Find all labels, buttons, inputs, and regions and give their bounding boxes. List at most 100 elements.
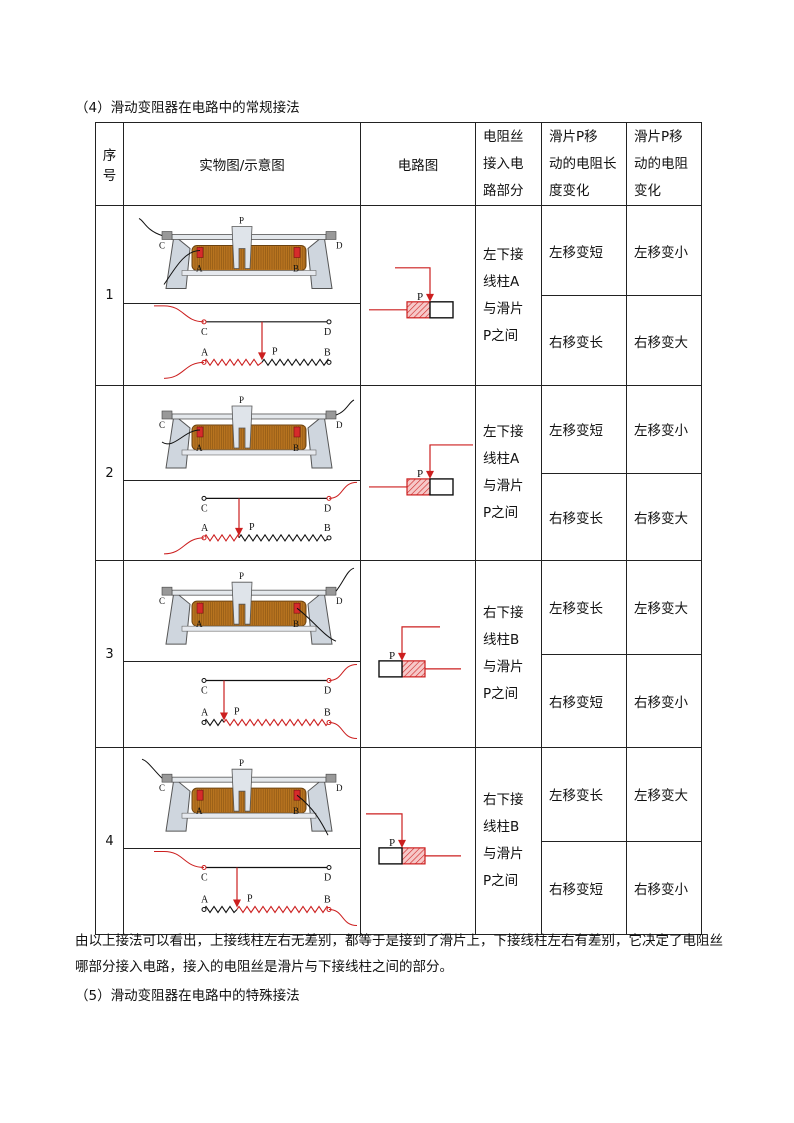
right-stand bbox=[307, 413, 333, 468]
terminal-c bbox=[161, 230, 173, 240]
circuit-symbol: P bbox=[378, 626, 461, 678]
lead-wire-top bbox=[154, 851, 205, 869]
circuit-symbol: P bbox=[369, 267, 454, 319]
terminal-b bbox=[293, 426, 301, 437]
terminal-d bbox=[325, 230, 337, 240]
label-a: A bbox=[196, 263, 203, 273]
schematic-label-b: B bbox=[324, 347, 331, 358]
label-c: C bbox=[159, 596, 165, 606]
label-b: B bbox=[293, 442, 299, 452]
lead-wire-top bbox=[328, 481, 358, 499]
terminal-a bbox=[196, 426, 204, 437]
circuit-label-p: P bbox=[417, 291, 423, 303]
right-stand bbox=[307, 234, 333, 289]
row-seq: 2 bbox=[95, 385, 124, 561]
label-d: D bbox=[336, 240, 343, 250]
slider-wire bbox=[429, 444, 473, 473]
inactive-resistance bbox=[378, 660, 403, 678]
slider-p bbox=[231, 768, 253, 812]
inactive-resistance bbox=[378, 847, 403, 865]
terminal-b-dot bbox=[326, 359, 332, 365]
terminal-d-dot bbox=[326, 865, 332, 871]
resistance-wire-right bbox=[223, 718, 330, 727]
slider-wire bbox=[401, 626, 440, 655]
terminal-c-dot bbox=[201, 495, 207, 501]
slider-wire bbox=[395, 267, 431, 296]
row-seq: 3 bbox=[95, 560, 124, 748]
right-resistance-change: 右移变大 bbox=[626, 472, 702, 561]
active-resistance-hatch bbox=[402, 660, 425, 677]
schematic-label-a: A bbox=[201, 895, 209, 906]
label-a: A bbox=[196, 806, 203, 816]
terminal-b bbox=[293, 789, 301, 800]
terminal-a bbox=[196, 789, 204, 800]
lead-wire-top bbox=[154, 304, 205, 322]
right-length-change: 右移变短 bbox=[541, 653, 627, 748]
header-circuit: 电路图 bbox=[360, 122, 476, 206]
active-resistance-hatch bbox=[402, 847, 425, 864]
resistance-wire-left bbox=[203, 905, 238, 914]
label-p: P bbox=[239, 758, 244, 768]
slider-arrow bbox=[220, 712, 228, 721]
resistance-wire-left bbox=[203, 533, 240, 542]
lead-wire-top bbox=[328, 664, 358, 682]
row-seq: 1 bbox=[95, 205, 124, 386]
lead-wire-bottom bbox=[163, 361, 205, 379]
schematic-label-p: P bbox=[234, 707, 240, 718]
terminal-d bbox=[325, 586, 337, 595]
label-c: C bbox=[159, 419, 165, 429]
terminal-c bbox=[161, 773, 173, 782]
schematic-label-d: D bbox=[324, 873, 331, 884]
circuit-label-p: P bbox=[389, 837, 395, 849]
rheostat-table: 序号 实物图/示意图 电路图 电阻丝接入电路部分 滑片P移动的电阻长度变化 滑片… bbox=[95, 122, 702, 935]
right-length-change: 右移变短 bbox=[541, 840, 627, 935]
slider-arrow bbox=[398, 839, 406, 848]
inactive-resistance bbox=[429, 301, 454, 319]
active-resistance-hatch bbox=[407, 478, 430, 495]
left-length-change: 左移变短 bbox=[541, 385, 627, 474]
right-resistance-change: 右移变小 bbox=[626, 653, 702, 748]
connection-wire bbox=[335, 399, 355, 415]
resistance-wire-right bbox=[261, 357, 330, 366]
left-length-change: 左移变短 bbox=[541, 205, 627, 296]
schematic-label-b: B bbox=[324, 895, 331, 906]
right-stand bbox=[307, 776, 333, 832]
left-resistance-change: 左移变大 bbox=[626, 560, 702, 655]
terminal-a bbox=[196, 602, 204, 613]
conclusion-paragraph: 由以上接法可以看出，上接线柱左右无差别，都等于是接到了滑片上，下接线柱左右有差别… bbox=[75, 933, 723, 975]
terminal-c bbox=[161, 410, 173, 419]
right-length-change: 右移变长 bbox=[541, 472, 627, 561]
active-resistance-hatch bbox=[407, 301, 430, 318]
row-seq: 4 bbox=[95, 747, 124, 935]
left-resistance-change: 左移变小 bbox=[626, 385, 702, 474]
label-b: B bbox=[293, 263, 299, 273]
label-c: C bbox=[159, 240, 165, 250]
label-p: P bbox=[239, 571, 244, 581]
connection-wire bbox=[163, 249, 201, 285]
label-b: B bbox=[293, 619, 299, 629]
schematic-label-a: A bbox=[201, 347, 209, 358]
left-stand bbox=[165, 413, 191, 468]
lead-wire-bottom bbox=[163, 537, 205, 555]
label-d: D bbox=[336, 783, 343, 793]
section-4-title: （4）滑动变阻器在电路中的常规接法 bbox=[75, 100, 300, 116]
slider-p bbox=[231, 581, 253, 625]
slider-p bbox=[231, 225, 253, 269]
terminal-a-dot bbox=[201, 907, 207, 913]
table-row: 右移变长 右移变大 bbox=[96, 472, 702, 561]
label-d: D bbox=[336, 596, 343, 606]
right-length-change: 右移变长 bbox=[541, 295, 627, 386]
terminal-b bbox=[293, 246, 301, 258]
terminal-a bbox=[196, 246, 204, 258]
circuit-diagram-cell: P bbox=[360, 205, 476, 386]
